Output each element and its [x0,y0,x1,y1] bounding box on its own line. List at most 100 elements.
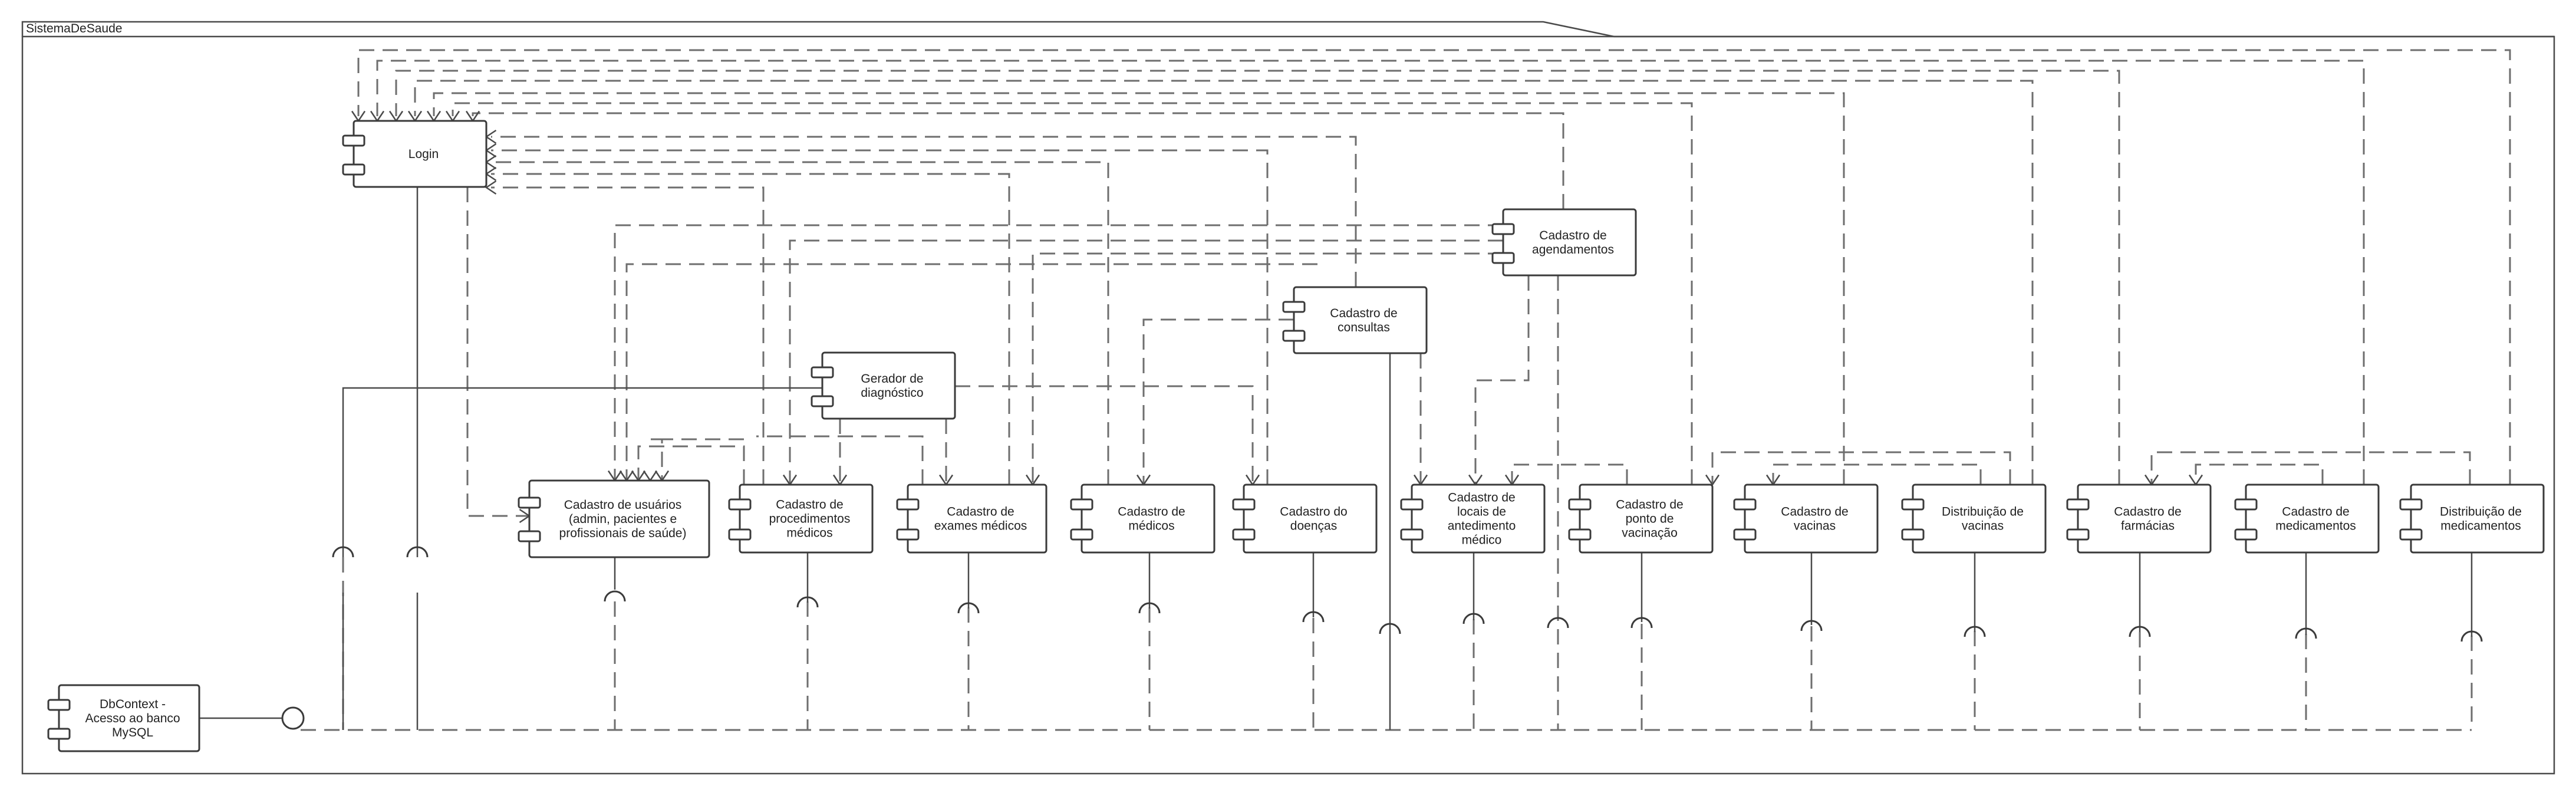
required-interface-socket [2129,626,2151,637]
component-label-line: consultas [1338,321,1390,334]
required-interface-socket [604,590,626,602]
component-label-line: DbContext - [100,698,166,711]
component-label-line: MySQL [112,726,153,739]
component-label-line: profissionais de saúde) [559,527,687,540]
required-interface-socket [1138,602,1161,614]
arrowhead [485,180,497,195]
arrowhead [1705,474,1720,486]
required-interface-socket [2295,627,2317,639]
component-label-line: Cadastro de [2114,505,2181,519]
frame-tab [21,21,1615,38]
required-interface-socket [957,602,980,614]
component-label-line: médicos [1128,519,1174,533]
required-interface-socket [1964,626,1986,637]
component-label-line: médico [1462,534,1502,547]
component-label-line: Acesso ao banco [85,712,180,725]
component-port-icon [47,728,71,740]
required-interface-socket [1462,613,1485,624]
component-label-line: Cadastro de [776,498,843,512]
required-interface-socket [1800,620,1823,631]
component-port-icon [728,528,752,541]
dependency-line [625,263,1317,481]
component-box [739,483,874,554]
dependency-line [1032,252,1503,485]
component-label: Login [409,147,439,161]
component-box [1243,483,1378,554]
component-label-line: locais de [1457,505,1506,519]
component-port-icon [2066,528,2090,541]
component-label-line: vacinas [1962,519,2004,533]
component-port-icon [342,163,365,176]
component-label-line: vacinação [1622,527,1678,540]
dependency-line [376,60,2365,485]
component-port-icon [1400,528,1424,541]
arrowhead [485,154,497,170]
dependency-line [650,438,744,481]
dependency-line [491,149,1269,485]
component-label-line: ponto de [1626,512,1674,526]
dependency-line [637,445,745,485]
component-box [2077,483,2212,554]
component-port-icon [811,366,834,379]
component-box [1744,483,1879,554]
component-box [1081,483,1215,554]
component-label-line: diagnóstico [861,386,923,400]
component-box [1912,483,2047,554]
component-label-line: Cadastro de [1330,307,1397,320]
component-port-icon [342,134,365,147]
component-login[interactable]: Login [342,120,487,188]
component-label-line: vacinas [1794,519,1836,533]
dependency-line [614,224,1503,481]
component-port-icon [896,498,920,511]
component-label-line: médicos [786,527,832,540]
dependency-line [433,92,1845,485]
component-label-line: Cadastro de [1781,505,1848,519]
arrowhead [643,470,658,482]
component-label-line: Distribuição de [1942,505,2024,519]
component-label-line: Cadastro de [947,505,1014,519]
required-interface-socket [1630,617,1653,629]
component-label-line: medicamentos [2275,519,2356,533]
component-label-line: Cadastro de [2282,505,2349,519]
component-port-icon [896,528,920,541]
required-interface-socket [332,546,354,558]
component-label-line: procedimentos [769,512,851,526]
component-box [821,351,956,420]
dependency-line [452,102,1693,485]
dependency-line [491,161,1109,485]
dependency-line [414,80,2034,485]
required-interface-socket [796,596,819,608]
component-port-icon [518,530,541,542]
frame-border [21,35,2555,775]
component-port-icon [1491,252,1515,264]
provided-interface-lollipop [281,706,305,730]
required-interface-socket [1302,611,1325,623]
component-port-icon [1491,223,1515,235]
dependency-lines [199,49,2511,731]
component-label-line: Login [409,147,439,161]
component-label-line: antedimento [1448,519,1516,533]
